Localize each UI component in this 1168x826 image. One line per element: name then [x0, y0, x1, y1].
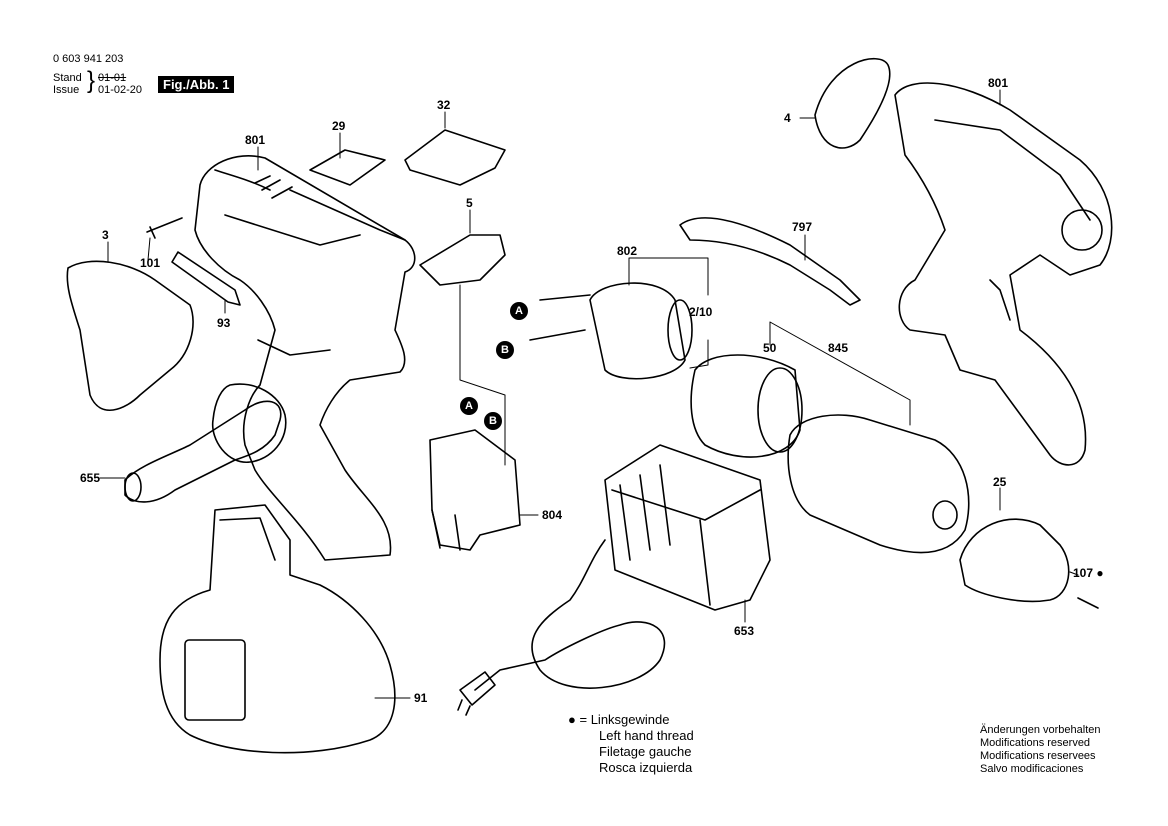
pad-part — [814, 57, 891, 149]
figure-label: Fig./Abb. 1 — [158, 76, 235, 93]
callout-3: 3 — [102, 228, 109, 242]
side-handle — [124, 383, 287, 503]
callout-4: 4 — [784, 111, 791, 125]
legend-text-fr: Filetage gauche — [599, 744, 692, 759]
callout-101: 101 — [140, 256, 161, 270]
brace-symbol: } — [87, 67, 96, 94]
issue-label: Issue — [53, 84, 80, 96]
callout-91: 91 — [414, 691, 428, 705]
charger-part — [604, 444, 771, 611]
note-fr: Modifications reservees — [980, 750, 1096, 762]
legend-text-en: Left hand thread — [599, 728, 694, 743]
note-es: Salvo modificaciones — [980, 763, 1084, 775]
side-cover-part — [66, 260, 194, 412]
note-en: Modifications reserved — [980, 737, 1091, 749]
bit-part — [171, 251, 241, 306]
stand-value: 01-01 — [98, 72, 127, 84]
callout-25: 25 — [993, 475, 1007, 489]
switch-b-marker: B — [484, 412, 502, 430]
clip-part — [419, 234, 506, 286]
callout-107-number: 107 — [1073, 566, 1094, 580]
stand-label: Stand — [53, 72, 82, 84]
screw-part — [146, 217, 183, 239]
callout-801-left: 801 — [245, 133, 266, 147]
callout-802: 802 — [617, 244, 638, 258]
callout-655: 655 — [80, 471, 101, 485]
chuck-assembly-part — [787, 414, 970, 554]
legend-text-de: Linksgewinde — [590, 712, 670, 727]
legend-symbol: ● — [568, 712, 576, 727]
legend-equals: = — [579, 712, 588, 727]
legend: ● = Linksgewinde Left hand thread Fileta… — [568, 712, 694, 776]
legend-text-es: Rosca izquierda — [599, 760, 693, 775]
callout-804: 804 — [542, 508, 563, 522]
issue-value: 01-02-20 — [98, 84, 143, 96]
callout-797: 797 — [792, 220, 813, 234]
document-number: 0 603 941 203 — [53, 53, 124, 65]
right-housing-half — [894, 82, 1113, 466]
callout-29: 29 — [332, 119, 346, 133]
callout-5: 5 — [466, 196, 473, 210]
callout-2-10: 2/10 — [689, 305, 713, 319]
modification-notes: Änderungen vorbehalten Modifications res… — [980, 724, 1100, 776]
callout-50: 50 — [763, 341, 777, 355]
left-thread-marker: ● — [1096, 566, 1104, 580]
chuck-part — [959, 518, 1070, 603]
wire-a-marker: A — [510, 302, 528, 320]
motor-part — [529, 282, 693, 380]
callout-32: 32 — [437, 98, 451, 112]
battery-part — [159, 504, 396, 754]
callout-93: 93 — [217, 316, 231, 330]
callout-845: 845 — [828, 341, 849, 355]
wire-b-marker: B — [496, 341, 514, 359]
switch-part — [429, 429, 521, 551]
callout-107: 107 ● — [1073, 566, 1104, 580]
gearbox-part — [690, 354, 803, 458]
power-cable — [474, 539, 666, 691]
power-plug — [457, 671, 496, 716]
top-cover-part — [404, 129, 506, 186]
badge-part — [309, 149, 386, 186]
left-housing-half — [194, 155, 416, 561]
legend-line-1: ● = Linksgewinde — [568, 712, 694, 728]
callout-801-right: 801 — [988, 76, 1009, 90]
switch-a-marker: A — [460, 397, 478, 415]
callout-653: 653 — [734, 624, 755, 638]
chuck-screw-part — [1077, 597, 1099, 609]
wrist-strap-part — [679, 217, 861, 306]
note-de: Änderungen vorbehalten — [980, 724, 1101, 736]
